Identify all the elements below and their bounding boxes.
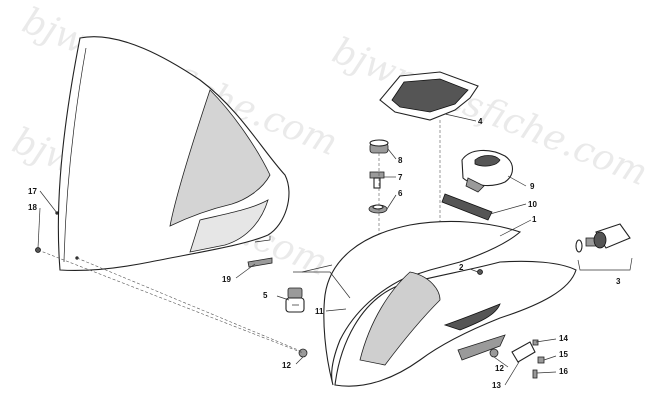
label-16: 16 [559, 367, 568, 376]
label-2: 2 [459, 263, 464, 272]
label-12a: 12 [282, 361, 291, 370]
trim-strip-10 [441, 193, 493, 221]
screw-7 [369, 171, 385, 189]
label-11: 11 [315, 307, 324, 316]
light-housing-9 [461, 149, 514, 193]
label-1: 1 [532, 215, 537, 224]
callout-labels: 1 2 3 4 5 6 7 8 9 10 11 12 12 13 14 15 1… [28, 117, 621, 390]
label-3: 3 [616, 277, 621, 286]
label-14: 14 [559, 334, 568, 343]
label-13: 13 [492, 381, 501, 390]
label-7: 7 [398, 173, 403, 182]
label-8: 8 [398, 156, 403, 165]
hardware [298, 269, 545, 379]
label-5: 5 [263, 291, 268, 300]
label-19: 19 [222, 275, 231, 284]
cap-8 [369, 139, 389, 154]
grommet-6 [368, 204, 388, 214]
label-4: 4 [478, 117, 483, 126]
vent-screen-4 [379, 71, 479, 270]
label-6: 6 [398, 189, 403, 198]
plug-5 [285, 287, 305, 313]
label-15: 15 [559, 350, 568, 359]
hood-1 [323, 220, 577, 387]
label-10: 10 [528, 200, 537, 209]
label-9: 9 [530, 182, 535, 191]
side-light-3 [575, 223, 631, 253]
label-12b: 12 [495, 364, 504, 373]
label-17: 17 [28, 187, 37, 196]
leader-lines [37, 113, 557, 386]
windshield [35, 36, 290, 272]
label-18: 18 [28, 203, 37, 212]
